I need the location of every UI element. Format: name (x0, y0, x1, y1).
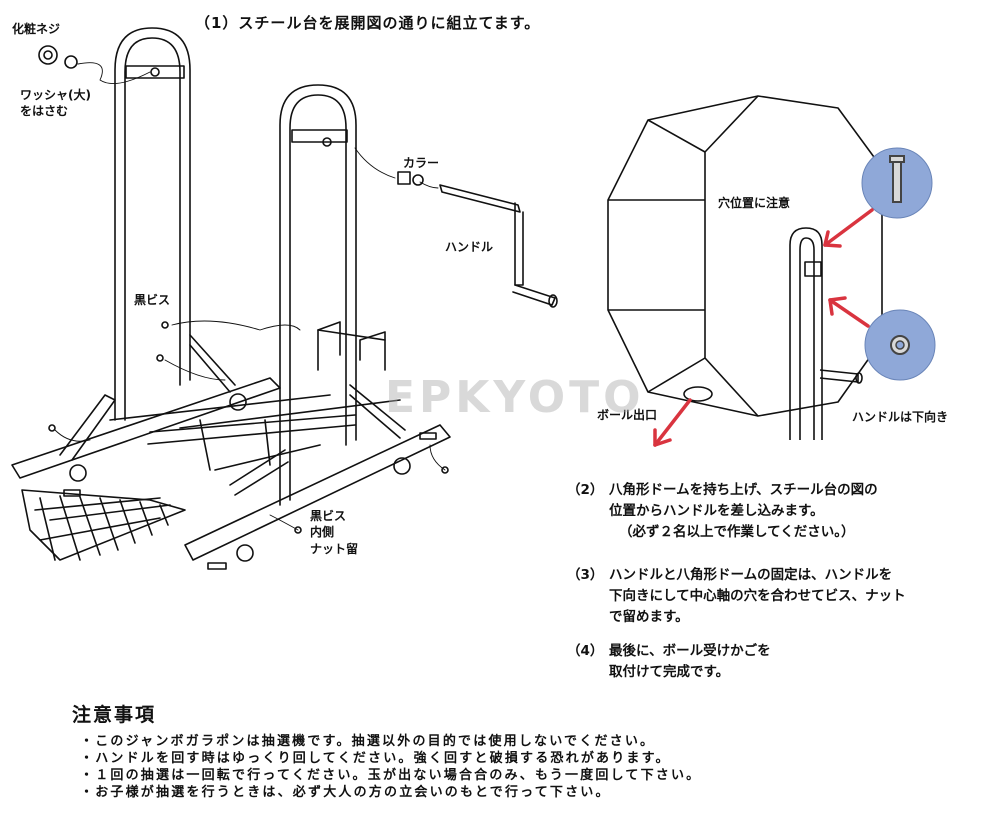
step-2: （2） 八角形ドームを持ち上げ、スチール台の図の 位置からハンドルを差し込みます。… (567, 480, 878, 543)
black-screw-label: 黒ビス (134, 293, 171, 307)
black-screw-inner-label: 内側 (310, 525, 335, 539)
step-text-line: で留めます。 (609, 609, 689, 625)
step-text-line: 位置からハンドルを差し込みます。 (609, 503, 824, 519)
collar-label: カラー (403, 156, 440, 170)
ball-outlet-label: ボール出口 (597, 408, 658, 422)
step-text-line: 最後に、ボール受けかごを (609, 643, 771, 659)
watermark: EPKYOTO (385, 372, 645, 423)
cosmetic-screw-label: 化粧ネジ (12, 22, 61, 36)
step-number: （3） (567, 567, 604, 583)
note-item: ・このジャンボガラポンは抽選機です。抽選以外の目的では使用しないでください。 (80, 734, 656, 749)
page-title: （1）スチール台を展開図の通りに組立てます。 (195, 14, 541, 32)
note-item: ・ハンドルを回す時はゆっくり回してください。強く回すと破損する恐れがあります。 (80, 751, 671, 766)
step-number: （4） (567, 643, 604, 659)
step-text-line: 取付けて完成です。 (609, 664, 730, 680)
black-screw-2-label: 黒ビス (310, 509, 347, 523)
nut-fasten-label: ナット留 (310, 542, 359, 556)
step-3: （3） ハンドルと八角形ドームの固定は、ハンドルを 下向きにして中心軸の穴を合わせ… (567, 565, 906, 628)
step-4: （4） 最後に、ボール受けかごを 取付けて完成です。 (567, 641, 771, 683)
step-text-line: 下向きにして中心軸の穴を合わせてビス、ナット (609, 588, 906, 604)
washer-label-note: をはさむ (20, 104, 69, 118)
step-text-line: ハンドルと八角形ドームの固定は、ハンドルを (609, 567, 893, 583)
step-text-line: 八角形ドームを持ち上げ、スチール台の図の (609, 482, 878, 498)
hole-position-label: 穴位置に注意 (718, 196, 791, 210)
note-item: ・１回の抽選は一回転で行ってください。玉が出ない場合合のみ、もう一度回して下さい… (80, 768, 702, 783)
handle-label: ハンドル (445, 240, 494, 254)
washer-label: ワッシャ(大) (20, 88, 91, 102)
notes-title: 注意事項 (72, 704, 157, 726)
note-item: ・お子様が抽選を行うときは、必ず大人の方の立会いのもとで行って下さい。 (80, 785, 611, 800)
handle-down-label: ハンドルは下向き (852, 410, 949, 424)
step-text-line: （必ず２名以上で作業してください。） (619, 524, 855, 540)
step-number: （2） (567, 482, 604, 498)
